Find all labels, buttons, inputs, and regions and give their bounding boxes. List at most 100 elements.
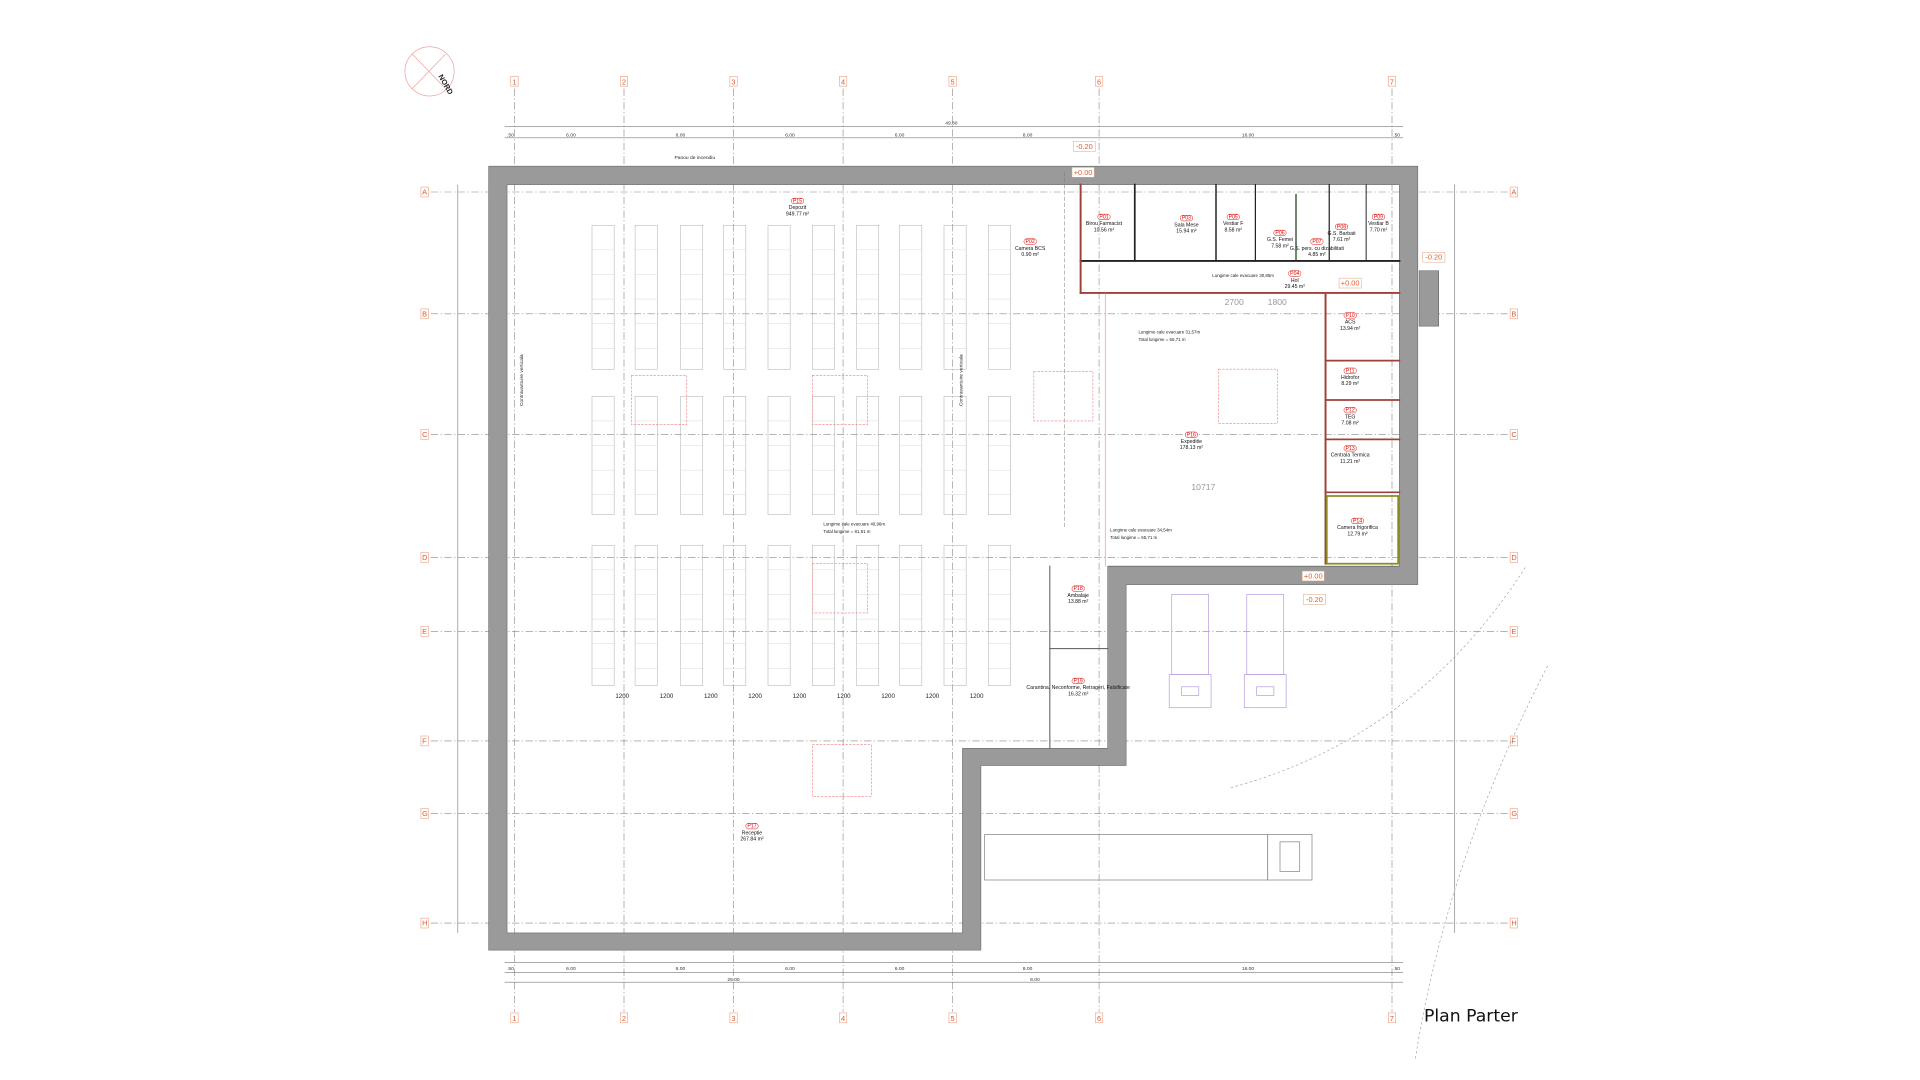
room-area: 949.77 m² — [786, 211, 809, 217]
dock-step — [1418, 270, 1440, 327]
elevation-marker: +0.00 — [1074, 168, 1093, 177]
room-code-badge — [791, 197, 804, 204]
rack-spacing-label: 1200 — [615, 693, 629, 700]
grid-column-label: 1 — [512, 77, 516, 86]
grid-row-label: B — [1511, 309, 1516, 318]
room-code-badge — [1097, 213, 1111, 220]
room-name: Camera BCS — [1015, 246, 1046, 252]
storage-rack — [812, 224, 835, 370]
grid-row-label: C — [1511, 430, 1517, 439]
room-code-badge — [1023, 238, 1037, 245]
room-name: Hol — [1291, 278, 1299, 284]
room-code-badge — [1335, 223, 1348, 230]
storage-rack — [680, 544, 704, 686]
storage-rack — [943, 396, 967, 515]
dimension-partial: 8.00 — [1030, 977, 1040, 983]
exterior-wall — [488, 165, 1419, 951]
grid-bubble — [420, 308, 429, 320]
room-name: Birou Farmacist — [1086, 221, 1123, 227]
storage-rack — [634, 544, 658, 686]
rack-spacing-label: 1200 — [881, 693, 895, 700]
grid-column-label: 3 — [731, 1014, 735, 1023]
dimension-bottom: .50 — [507, 966, 514, 972]
grid-bubble — [1509, 308, 1518, 320]
grid-bubble — [1509, 917, 1518, 929]
grid-bubble — [510, 1012, 519, 1024]
room-name: Receptie — [742, 830, 762, 836]
grid-bubble — [420, 552, 429, 563]
rack-spacing-label: 1200 — [926, 693, 940, 700]
grid-column-label: 5 — [951, 77, 955, 86]
room-code-badge — [745, 823, 759, 830]
room-area: 15.94 m² — [1176, 229, 1197, 235]
dimension-top: .50 — [1393, 133, 1400, 139]
room-area: 4.85 m² — [1308, 252, 1326, 258]
grid-column-label: 7 — [1390, 1014, 1394, 1023]
dimension-bottom: .50 — [1393, 966, 1400, 972]
grid-bubble — [420, 429, 429, 440]
hol-mark: 1800 — [1268, 297, 1287, 307]
grid-row-label: D — [1511, 553, 1516, 562]
storage-rack — [767, 396, 791, 515]
room-name: Camera frigorifica — [1337, 525, 1378, 531]
room-area: 8.58 m² — [1224, 227, 1242, 233]
grid-column-label: 7 — [1390, 77, 1394, 86]
rack-spacing-label: 1200 — [837, 693, 851, 700]
grid-bubble — [420, 626, 429, 637]
room-name: Depozit — [789, 205, 807, 211]
room-code-badge — [1184, 431, 1198, 438]
room-code: P12 — [1346, 408, 1355, 414]
room-code: P11 — [1346, 368, 1355, 374]
evac-note: Lungime cale evacuare 30,85m — [1212, 273, 1274, 278]
room-code-badge — [1288, 270, 1302, 277]
fire-panel-label: Panou de incendiu — [674, 155, 715, 161]
room-name: G.S. Barbati — [1327, 231, 1355, 237]
storage-rack — [988, 396, 1011, 515]
elevation-box — [1301, 570, 1325, 582]
hol-mark: 2700 — [1225, 297, 1244, 307]
storage-rack — [591, 544, 615, 686]
room-name: Expeditie — [1181, 439, 1202, 445]
dimension-partial: 25.00 — [727, 977, 740, 983]
grid-bubble — [1509, 735, 1518, 747]
dimension-total: 49.80 — [945, 120, 958, 126]
room-code-badge — [1180, 215, 1193, 222]
room-code: P10 — [1346, 313, 1355, 319]
room-code: P14 — [1353, 518, 1362, 524]
room-name: Centrala Termica — [1331, 453, 1370, 459]
storage-rack — [591, 396, 615, 515]
grid-column-label: 1 — [512, 1014, 516, 1023]
room-code-badge — [1343, 312, 1357, 319]
room-area: 10.56 m² — [1094, 227, 1115, 233]
room-code: P15 — [793, 198, 802, 204]
grid-bubble — [1388, 76, 1396, 87]
room-code: P03 — [1182, 216, 1191, 222]
north-label: NORD — [436, 73, 455, 97]
grid-row-label: F — [422, 736, 427, 745]
room-area: 0.90 m² — [1021, 252, 1039, 258]
grid-column-label: 5 — [951, 1014, 955, 1023]
elevation-marker: -0.20 — [1425, 253, 1442, 262]
grid-bubble — [839, 76, 848, 87]
truck-icon — [984, 834, 1313, 881]
room-area: 8.29 m² — [1341, 381, 1359, 387]
storage-rack — [723, 544, 747, 686]
storage-rack — [899, 396, 923, 515]
storage-rack — [899, 224, 923, 370]
grid-row-label: E — [1511, 627, 1516, 636]
storage-rack — [988, 224, 1011, 370]
dimension-top: .50 — [507, 133, 514, 139]
dimension-bottom: 6.00 — [676, 966, 686, 972]
